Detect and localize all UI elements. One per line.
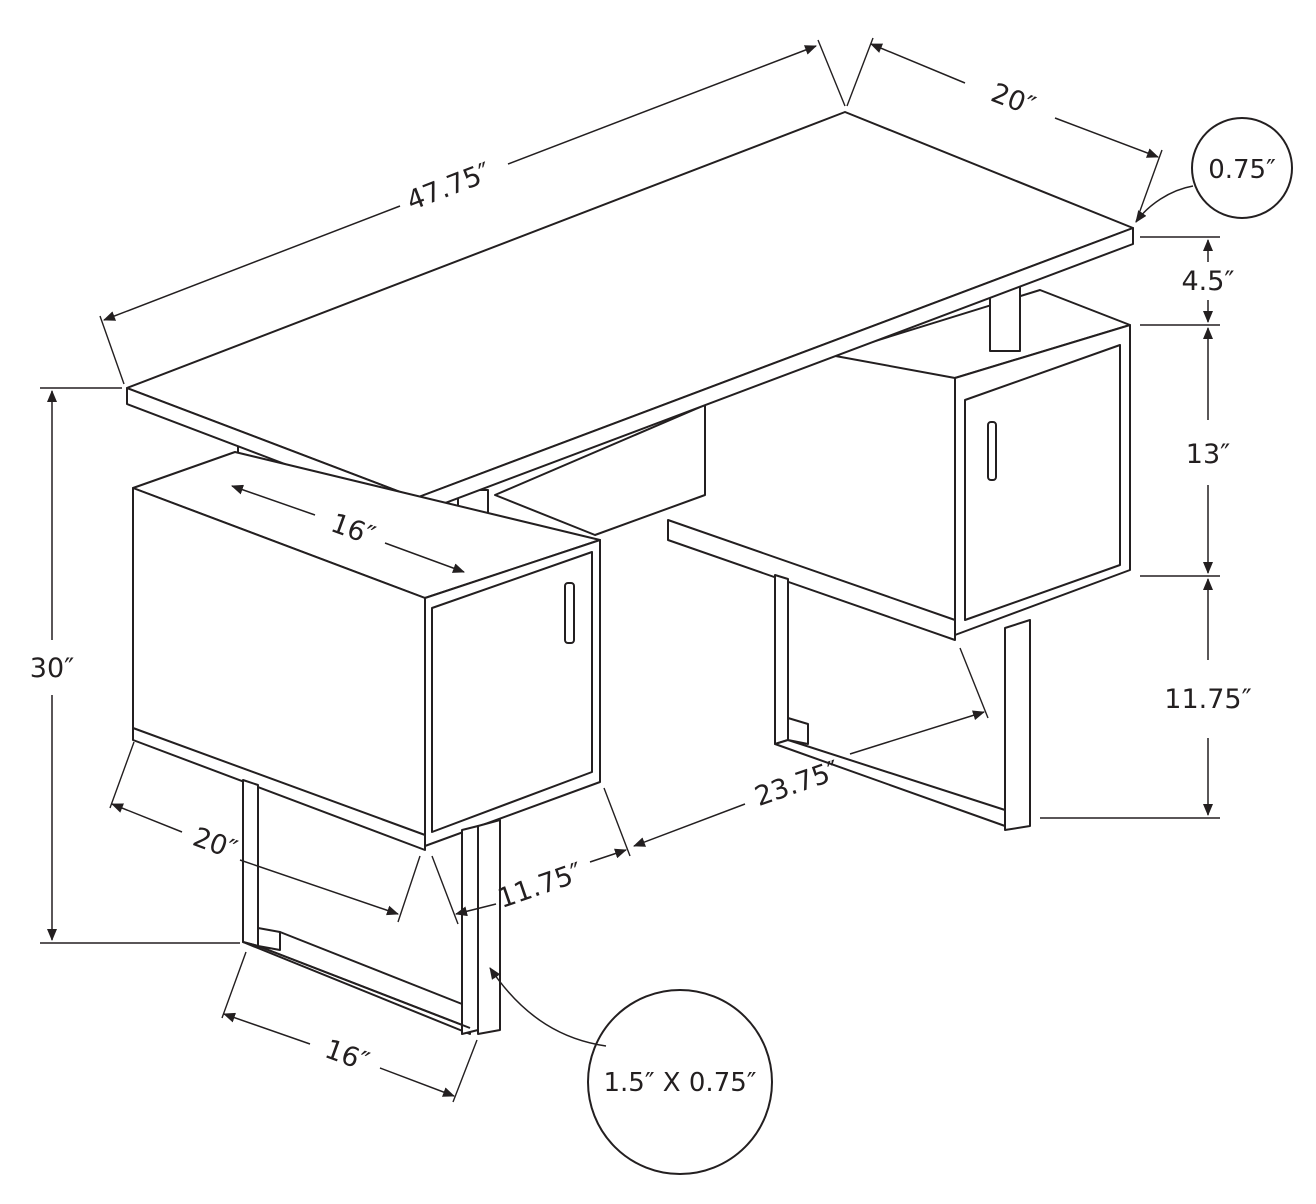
label-top-thickness: 0.75″	[1208, 155, 1276, 185]
dim-leg-gap	[455, 903, 497, 917]
right-cabinet	[829, 289, 1131, 636]
dim-base-width	[223, 1012, 311, 1045]
label-base-width: 16″	[321, 1034, 373, 1078]
back-panel	[494, 404, 706, 536]
dim-top-length	[103, 205, 401, 321]
desk-illustration	[126, 111, 1134, 1035]
label-leg-clearance: 11.75″	[1164, 684, 1251, 715]
dimension-lines	[40, 37, 1220, 1103]
label-total-height: 30″	[30, 653, 74, 684]
dim-top-depth	[870, 43, 966, 84]
leg-section-callout-circle	[587, 989, 773, 1175]
right-door-handle	[987, 421, 997, 481]
label-leg-section: 1.5″ X 0.75″	[603, 1068, 756, 1098]
label-inner-space: 23.75″	[751, 755, 844, 813]
label-top-length: 47.75″	[403, 157, 496, 217]
right-leg-frame	[774, 574, 1031, 831]
left-cabinet	[132, 451, 601, 851]
dim-cabinet-width-top	[231, 484, 316, 516]
label-cabinet-depth: 20″	[189, 822, 241, 866]
right-shelf	[667, 519, 956, 641]
thickness-callout-circle	[1191, 117, 1293, 219]
label-leg-gap: 11.75″	[494, 857, 587, 915]
label-cabinet-height: 13″	[1186, 439, 1230, 470]
label-gap-height: 4.5″	[1181, 266, 1234, 297]
dim-cabinet-depth	[111, 803, 183, 833]
left-door-handle	[564, 582, 575, 644]
dim-inner-space	[633, 803, 746, 847]
label-top-depth: 20″	[987, 78, 1040, 123]
